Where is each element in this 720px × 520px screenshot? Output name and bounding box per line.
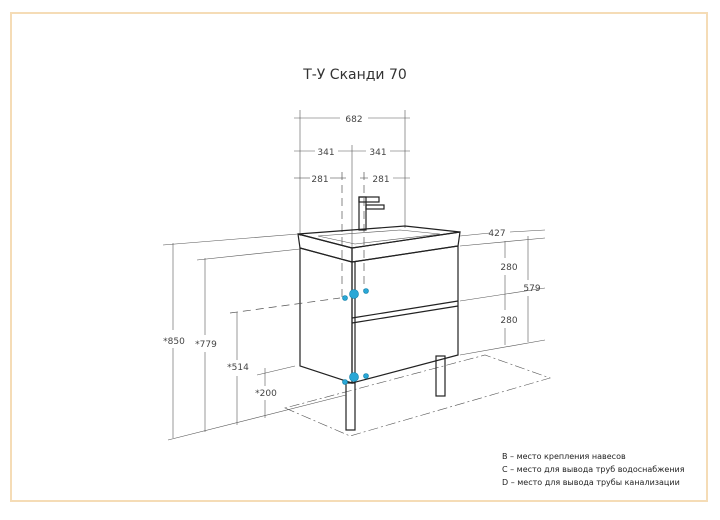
dim-514: *514	[227, 363, 249, 373]
floor-outline	[284, 354, 551, 437]
dim-779: *779	[195, 340, 217, 350]
dim-280-upper: 280	[500, 263, 517, 273]
legend-item-b: B – место крепления навесов	[502, 452, 626, 461]
connection-markers	[342, 288, 369, 385]
dim-682: 682	[345, 115, 362, 125]
marker-dot	[349, 289, 359, 299]
marker-dot	[342, 379, 348, 385]
legend-item-d: D – место для вывода трубы канализации	[502, 478, 680, 487]
top-dimensions: 682 341 341 281 281	[294, 110, 410, 300]
marker-dot	[363, 288, 369, 294]
dim-579: 579	[523, 284, 540, 294]
dim-427: 427	[488, 229, 505, 239]
legend-item-c: C – место для вывода труб водоснабжения	[502, 465, 685, 474]
dim-341-right: 341	[369, 148, 386, 158]
dim-281-right: 281	[372, 175, 389, 185]
marker-dot	[363, 373, 369, 379]
drawing-title: Т-У Сканди 70	[302, 67, 407, 83]
vanity-cabinet	[299, 245, 459, 431]
dim-200: *200	[255, 389, 277, 399]
dim-280-lower: 280	[500, 316, 517, 326]
page-frame	[10, 12, 708, 502]
right-dimensions: 427 280 280 579	[459, 229, 546, 356]
dim-850: *850	[163, 337, 185, 347]
marker-dot	[349, 372, 359, 382]
dim-281-left: 281	[311, 175, 328, 185]
left-dimensions: *850 *779 *514 *200	[162, 233, 347, 441]
legend: B – место крепления навесов C – место дл…	[502, 452, 685, 487]
washbasin	[297, 225, 461, 263]
marker-dot	[342, 295, 348, 301]
faucet	[358, 196, 385, 231]
dim-341-left: 341	[317, 148, 334, 158]
